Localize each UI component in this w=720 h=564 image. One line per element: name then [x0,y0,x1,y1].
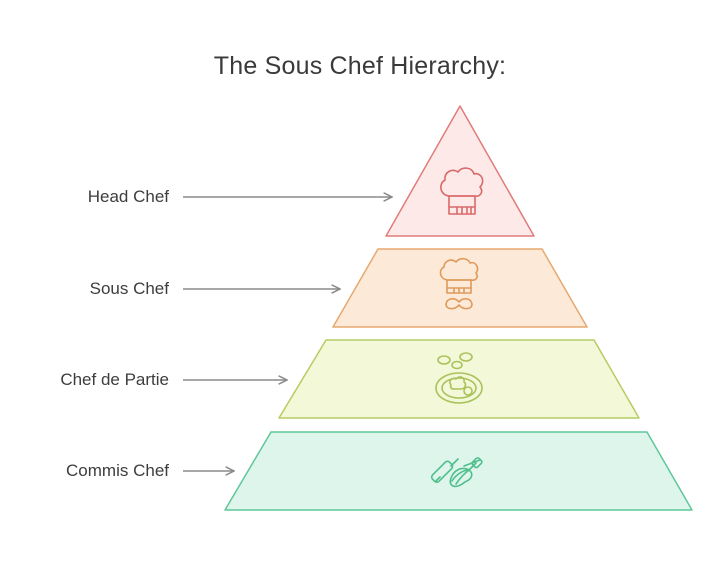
label-commis-chef: Commis Chef [66,461,169,480]
tier-chef-de-partie [278,339,640,419]
label-head-chef: Head Chef [87,187,169,206]
chef-hat-icon [440,167,484,215]
chef-hat-mustache-icon [439,257,479,310]
plate-food-icon [435,352,483,404]
diagram-title: The Sous Chef Hierarchy: [213,52,507,80]
rolling-pin-whisk-icon [430,457,483,488]
tier-commis-chef [224,431,693,511]
label-sous-chef: Sous Chef [89,279,169,298]
label-chef-de-partie: Chef de Partie [60,370,169,389]
tier-head-chef [385,105,535,237]
